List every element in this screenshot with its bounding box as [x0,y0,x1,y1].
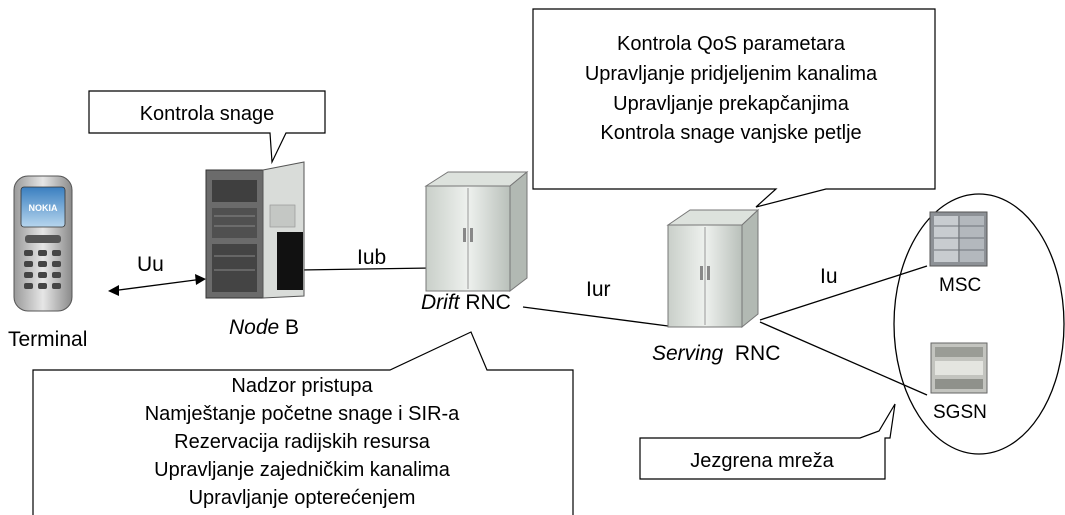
uu-arrow-right [195,274,206,285]
terminal-phone-icon: NOKIA [13,175,73,312]
callout-node-b-frame [88,90,326,165]
callout-serving-rnc-line: Upravljanje prekapčanjima [613,93,850,115]
serving-rnc-label: Serving RNC [652,342,780,365]
iub-interface-label: Iub [357,246,386,269]
drift-rnc-cabinet-icon [424,170,529,293]
msc-label: MSC [939,275,981,296]
iu-link-sgsn [759,321,928,396]
callout-drift-rnc-frame [32,331,574,515]
callout-drift-rnc-line: Rezervacija radijskih resursa [174,431,431,453]
serving-rnc-label-italic: Serving [652,342,724,365]
sgsn-label: SGSN [933,402,987,423]
uu-link [110,278,204,292]
callout-node-b-text: Kontrola snage [140,103,275,125]
msc-rack-icon [929,211,988,267]
iub-link [299,267,433,271]
drift-rnc-label: Drift RNC [421,291,511,314]
callout-drift-rnc-lines: Nadzor pristupa Namještanje početne snag… [145,375,460,509]
phone-brand: NOKIA [29,203,59,213]
callout-drift-rnc-line: Namještanje početne snage i SIR-a [145,403,460,425]
node-b-cabinet-icon [205,161,305,299]
node-b-label: Node B [229,316,299,339]
callout-drift-rnc-line: Nadzor pristupa [231,375,373,397]
iu-interface-label: Iu [820,265,838,288]
callout-drift-rnc-line: Upravljanje opterećenjem [189,487,416,509]
callout-core-text: Jezgrena mreža [690,450,834,472]
iur-link [522,306,669,327]
callout-serving-rnc-lines: Kontrola QoS parametara Upravljanje prid… [585,33,878,144]
node-b-label-rest: B [279,316,299,339]
uu-interface-label: Uu [137,253,164,276]
connections [108,265,928,396]
callout-drift-rnc-line: Upravljanje zajedničkim kanalima [154,459,451,481]
node-b-label-italic: Node [229,316,279,339]
serving-rnc-label-rest: RNC [723,342,780,365]
uu-arrow-left [108,285,119,296]
callout-core-frame [639,403,896,480]
sgsn-rack-icon [930,342,988,394]
iu-link-msc [759,265,928,321]
terminal-label: Terminal [8,328,87,351]
drift-rnc-label-rest: RNC [460,291,511,314]
callout-serving-rnc-line: Kontrola QoS parametara [617,33,846,55]
core-network-ellipse [893,193,1065,455]
serving-rnc-cabinet-icon [666,208,760,329]
iur-interface-label: Iur [586,278,611,301]
callout-serving-rnc-frame [532,8,936,208]
drift-rnc-label-italic: Drift [421,291,461,314]
callout-serving-rnc-line: Kontrola snage vanjske petlje [600,122,861,144]
callout-serving-rnc-line: Upravljanje pridjeljenim kanalima [585,63,878,85]
